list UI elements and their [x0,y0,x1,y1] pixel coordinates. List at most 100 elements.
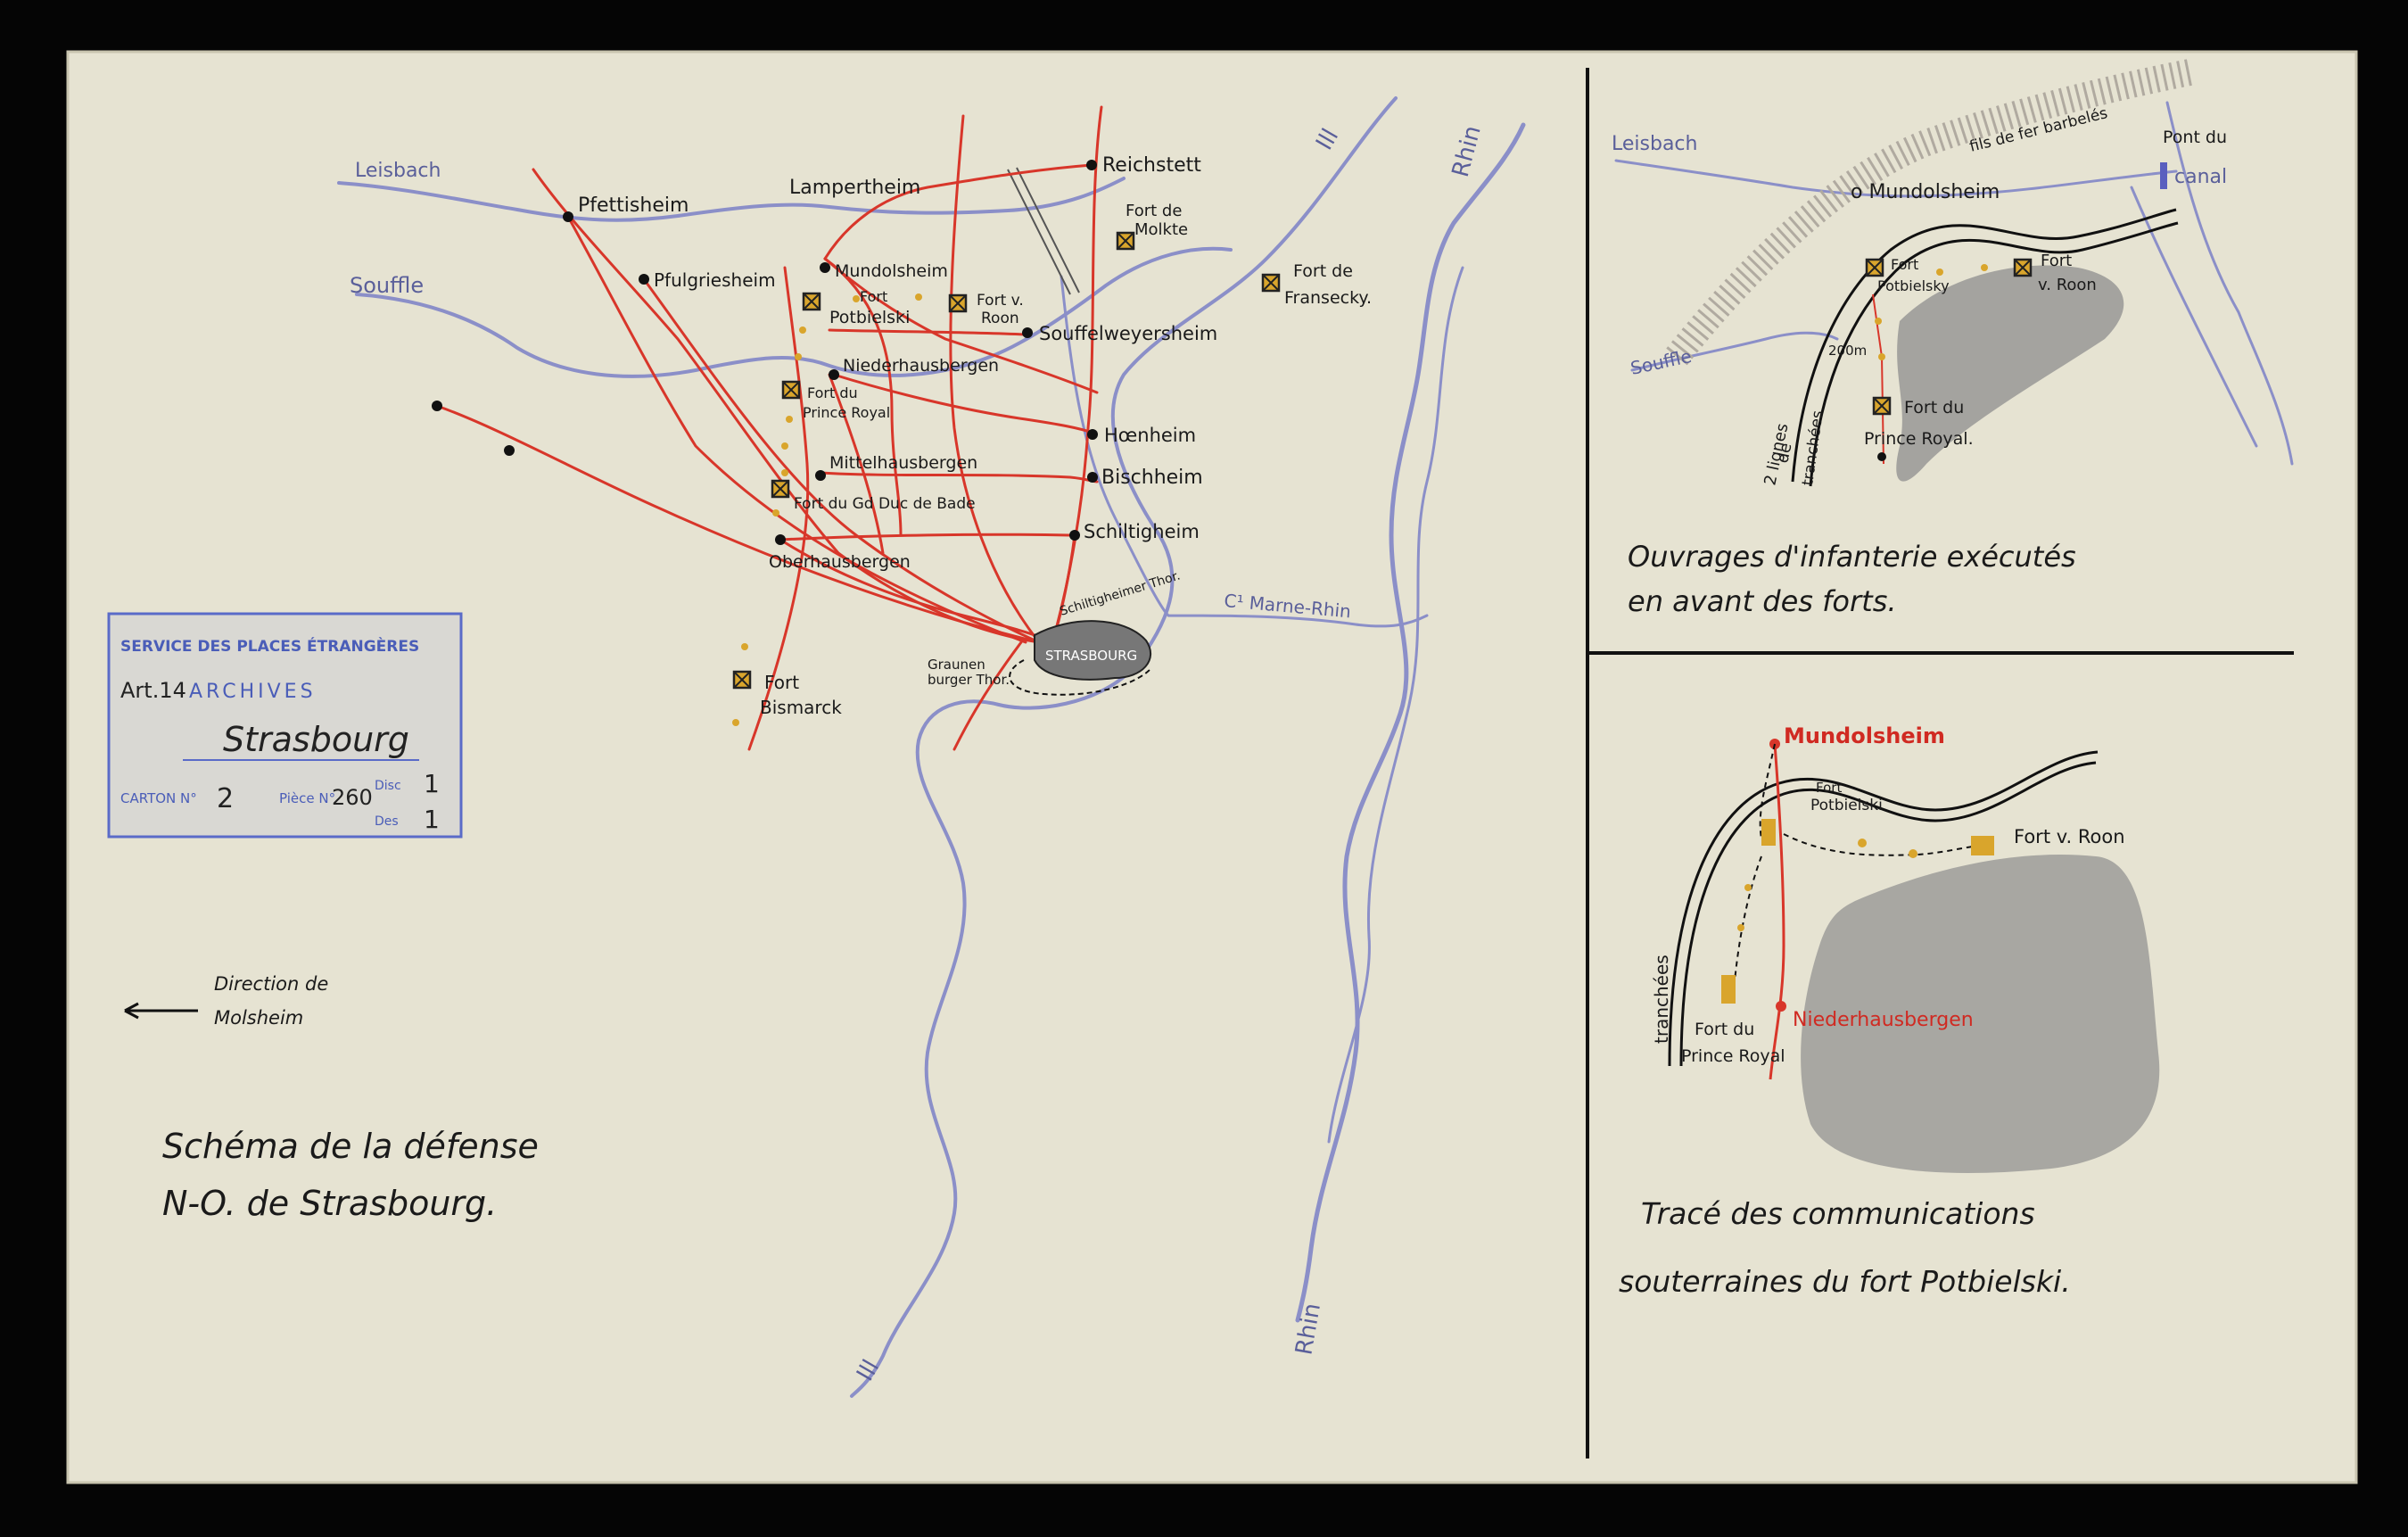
inset-top-lignes-2: de [1773,442,1795,465]
label-rhin-top: Rhin [1447,123,1487,180]
inset-top-souffle: Souffle [1629,345,1694,379]
inset-top-caption-2: en avant des forts. [1628,584,1897,618]
town-dots [432,160,1098,545]
inset-top-canal: canal [2174,166,2227,188]
label-oberhausbergen: Oberhausbergen [769,552,911,572]
label-grauneburger-thor-1: Graunen [928,657,985,673]
label-fort-fransecky-1: Fort de [1293,261,1353,281]
label-strasbourg: STRASBOURG [1045,648,1137,664]
stamp-city: Strasbourg [223,720,409,759]
stamp-des-label: Des [375,814,399,829]
label-reichstett: Reichstett [1102,154,1201,177]
inset-top-fort-potbielsky-1: Fort [1891,256,1918,273]
river-leisbach [337,177,1126,222]
inset-bottom-fort-potbielski-icon [1761,819,1776,846]
stamp-disc-value: 1 [424,769,440,798]
strasbourg-city-area [1034,620,1151,681]
inset-infantry-works [1614,58,2294,487]
inset-top-fort-roon-2: v. Roon [2038,276,2097,294]
inset-bottom-mundolsheim: Mundolsheim [1784,723,1945,748]
fort-duc-de-bade-icon [771,479,790,499]
inset-top-fort-prince-royal-icon [1872,396,1892,416]
label-direction-2: Molsheim [214,1007,303,1029]
fort-fransecky-icon [1261,273,1281,293]
fort-dots [732,293,922,726]
fort-potbielski-icon [802,292,821,311]
inset-bottom-caption-2: souterraines du fort Potbielski. [1619,1264,2071,1299]
inset-top-prince-royal-2: Prince Royal. [1864,429,1974,449]
inset-bottom-niederhausbergen: Niederhausbergen [1793,1009,1974,1031]
label-hoenheim: Hœnheim [1104,425,1196,446]
stamp-art: Art.14 [120,678,186,703]
inset-top-prince-royal-1: Fort du [1904,398,1964,417]
inset-top-distance: 200m [1828,343,1867,359]
inset-bottom-tranchees: tranchées [1651,954,1672,1044]
sheet-border [66,50,2358,1484]
label-fort-bismarck-2: Bismarck [760,697,842,718]
label-mundolsheim: Mundolsheim [835,261,948,281]
fort-roon-icon [948,293,968,313]
fort-bismarck-icon [732,670,752,690]
label-fort-prince-royal-2: Prince Royal [803,404,890,421]
label-fort-prince-royal-1: Fort du [807,384,858,401]
label-fort-potbielski-1: Fort [860,288,887,305]
inset-bottom-fort-prince-royal-icon [1721,975,1736,1004]
fort-molkte-icon [1116,231,1135,251]
barbed-wire-band [1666,58,2197,366]
inset-top-fort-potbielsky-2: Potbielsky [1877,277,1950,294]
canal-marne-rhin [1060,275,1429,628]
label-schiltigheim: Schiltigheim [1084,521,1200,542]
river-ill [850,96,1398,1398]
inset-bottom-prince-royal-2: Prince Royal [1681,1046,1785,1066]
inset-underground-communications [1668,739,2160,1173]
stamp-piece-label: Pièce N° [279,790,335,806]
stamp-des-value: 1 [424,805,440,834]
label-pfettisheim: Pfettisheim [578,194,689,217]
pont-du-canal-icon [2160,162,2167,189]
label-lampertheim: Lampertheim [789,177,920,199]
strasbourg-ramparts [1009,659,1151,696]
inset-bottom-shading [1801,855,2160,1173]
label-souffle: Souffle [350,273,424,298]
inset-top-caption-1: Ouvrages d'infanterie exécutés [1628,540,2076,574]
label-fort-molkte-2: Molkte [1134,220,1188,239]
archive-stamp: SERVICE DES PLACES ÉTRANGÈRES Art.14 ARC… [107,612,463,839]
stamp-archives: ARCHIVES [189,681,317,703]
label-fort-fransecky-2: Fransecky. [1284,288,1372,308]
river-rhin-arm [1327,266,1464,1144]
label-ill-top: Ill [1311,124,1344,154]
inset-bottom-fort-potbielski-2: Potbielski [1810,797,1883,814]
stamp-piece-value: 260 [332,785,373,810]
river-souffle [355,246,1233,378]
label-fort-roon-1: Fort v. [977,292,1024,310]
label-souffelweyersheim: Souffelweyersheim [1039,323,1217,344]
inset-top-fort-potbielsky-icon [1865,258,1884,277]
label-direction-1: Direction de [214,973,328,995]
label-fort-potbielski-2: Potbielski [829,308,910,327]
direction-arrow-icon [124,1002,198,1020]
label-fort-roon-2: Roon [981,310,1019,327]
label-mittelhausbergen: Mittelhausbergen [829,453,977,473]
label-rhin-bottom: Rhin [1291,1301,1326,1358]
label-fort-bismarck-1: Fort [764,672,799,693]
river-rhin [1295,122,1526,1323]
map-title-line-2: N-O. de Strasbourg. [162,1184,497,1223]
stamp-carton-label: CARTON N° [120,790,197,806]
inset-bottom-fort-roon: Fort v. Roon [2014,826,2125,847]
map-title-line-1: Schéma de la défense [162,1127,539,1166]
label-pfulgriesheim: Pfulgriesheim [654,269,776,291]
stamp-header: SERVICE DES PLACES ÉTRANGÈRES [120,636,419,656]
inset-top-leisbach: Leisbach [1612,133,1697,155]
fort-prince-royal-icon [781,380,801,400]
railway [1007,167,1080,295]
inset-top-mundolsheim: o Mundolsheim [1851,181,2000,203]
label-grauneburger-thor-2: burger Thor. [928,672,1010,688]
inset-bottom-fort-roon-icon [1971,836,1994,855]
label-leisbach: Leisbach [355,160,441,182]
inset-top-shading [1896,265,2124,482]
inset-bottom-fort-potbielski-1: Fort [1816,780,1842,796]
inset-top-pont-du: Pont du [2163,128,2227,147]
label-fort-duc-de-bade: Fort du Gd Duc de Bade [794,495,976,513]
stamp-carton-value: 2 [217,783,234,814]
inset-bottom-caption-1: Tracé des communications [1641,1196,2035,1231]
